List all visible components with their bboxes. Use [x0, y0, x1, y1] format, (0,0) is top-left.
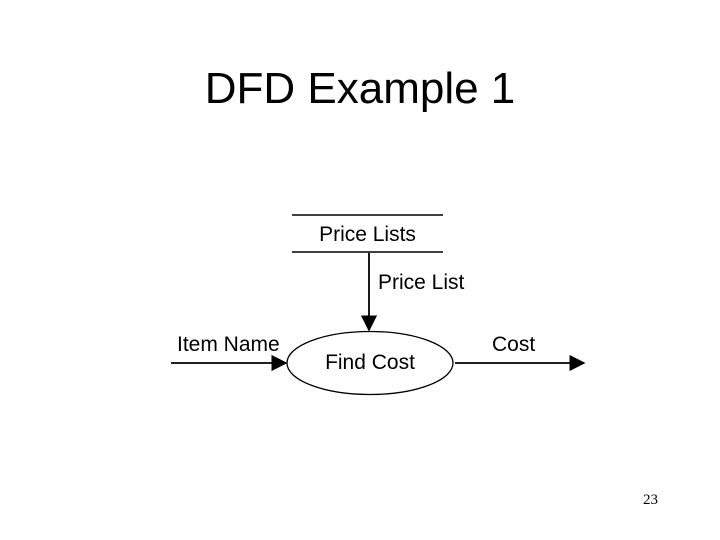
process-label: Find Cost [325, 351, 415, 374]
cost-flow-label: Cost [492, 333, 536, 356]
slide-title: DFD Example 1 [204, 64, 516, 113]
price-list-flow-label: Price List [378, 271, 465, 294]
datastore-label: Price Lists [319, 223, 416, 246]
page-number: 23 [643, 492, 658, 508]
item-name-flow-label: Item Name [177, 333, 280, 356]
